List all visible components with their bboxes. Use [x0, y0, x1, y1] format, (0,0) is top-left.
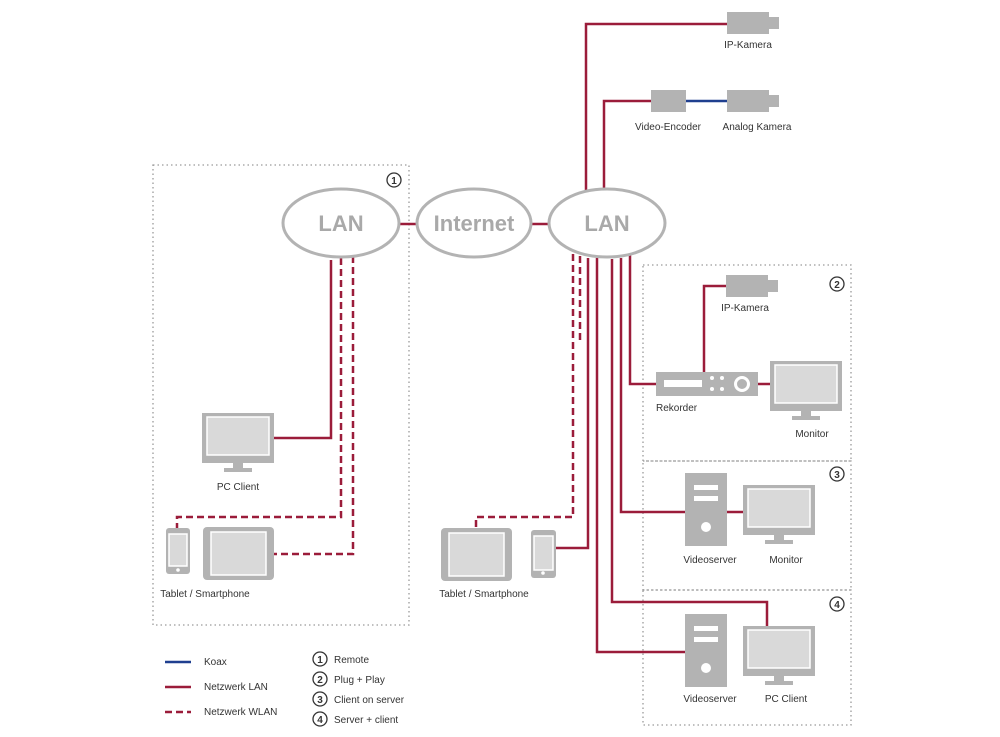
legend-mode-2: 2 Plug + Play — [312, 671, 385, 687]
legend-modes: 1 Remote 2 Plug + Play 3 Client on serve… — [312, 651, 405, 727]
legend-koax-label: Koax — [204, 657, 227, 668]
svg-text:1: 1 — [391, 176, 397, 187]
monitor-zone2-label: Monitor — [795, 429, 829, 440]
svg-text:2: 2 — [317, 675, 323, 686]
monitor-zone2-icon — [770, 361, 842, 420]
analog-camera-label: Analog Kamera — [723, 122, 792, 133]
svg-text:Plug + Play: Plug + Play — [334, 675, 385, 686]
svg-text:4: 4 — [317, 715, 323, 726]
analog-camera-icon — [727, 90, 779, 112]
monitor-zone3-icon — [743, 485, 815, 544]
legend-mode-1: 1 Remote — [312, 651, 369, 667]
lan-connections — [274, 22, 770, 654]
ip-camera-zone2-label: IP-Kamera — [721, 303, 769, 314]
videoserver-zone4-label: Videoserver — [683, 694, 737, 705]
svg-text:Server + client: Server + client — [334, 715, 398, 726]
smartphone-left-icon — [166, 528, 190, 574]
zone-1-badge: 1 — [386, 172, 402, 188]
svg-text:3: 3 — [317, 695, 323, 706]
legend-mode-4: 4 Server + client — [312, 711, 398, 727]
lan-cloud-left: LAN — [281, 187, 401, 259]
svg-text:2: 2 — [834, 280, 840, 291]
legend-mode-3: 3 Client on server — [312, 691, 405, 707]
ip-camera-zone2-icon — [726, 275, 778, 297]
zone-1-box — [152, 164, 410, 626]
pc-client-left-label: PC Client — [217, 482, 259, 493]
svg-text:4: 4 — [834, 600, 840, 611]
tablet-left-label: Tablet / Smartphone — [160, 589, 250, 600]
recorder-icon — [656, 372, 758, 396]
legend-wlan-label: Netzwerk WLAN — [204, 707, 277, 718]
monitor-zone3-label: Monitor — [769, 555, 803, 566]
svg-text:3: 3 — [834, 470, 840, 481]
video-encoder-label: Video-Encoder — [635, 122, 702, 133]
smartphone-middle-icon — [531, 530, 556, 578]
zone-2-box — [642, 264, 852, 462]
tablet-middle-icon — [441, 528, 512, 581]
zone-3-badge: 3 — [829, 466, 845, 482]
lan-cloud-right: LAN — [547, 187, 667, 259]
pc-client-left-icon — [202, 413, 274, 472]
pc-client-zone4-label: PC Client — [765, 694, 807, 705]
legend-lines: Koax Netzwerk LAN Netzwerk WLAN — [165, 657, 277, 718]
legend-lan-label: Netzwerk LAN — [204, 682, 268, 693]
videoserver-zone3-label: Videoserver — [683, 555, 737, 566]
svg-text:Client on server: Client on server — [334, 695, 405, 706]
zone-4-badge: 4 — [829, 596, 845, 612]
wlan-connections — [175, 254, 582, 556]
svg-text:LAN: LAN — [584, 211, 629, 236]
tablet-middle-label: Tablet / Smartphone — [439, 589, 529, 600]
tablet-left-icon — [203, 527, 274, 580]
ip-camera-top-label: IP-Kamera — [724, 40, 772, 51]
svg-text:1: 1 — [317, 655, 323, 666]
video-encoder-icon — [651, 90, 686, 112]
zone-4-box — [642, 589, 852, 726]
videoserver-zone3-icon — [685, 473, 727, 546]
internet-cloud: Internet — [415, 187, 533, 259]
videoserver-zone4-icon — [685, 614, 727, 687]
svg-text:Remote: Remote — [334, 655, 369, 666]
ip-camera-top-icon — [727, 12, 779, 34]
svg-text:Internet: Internet — [434, 211, 515, 236]
pc-client-zone4-icon — [743, 626, 815, 685]
recorder-label: Rekorder — [656, 403, 698, 414]
zone-2-badge: 2 — [829, 276, 845, 292]
svg-text:LAN: LAN — [318, 211, 363, 236]
